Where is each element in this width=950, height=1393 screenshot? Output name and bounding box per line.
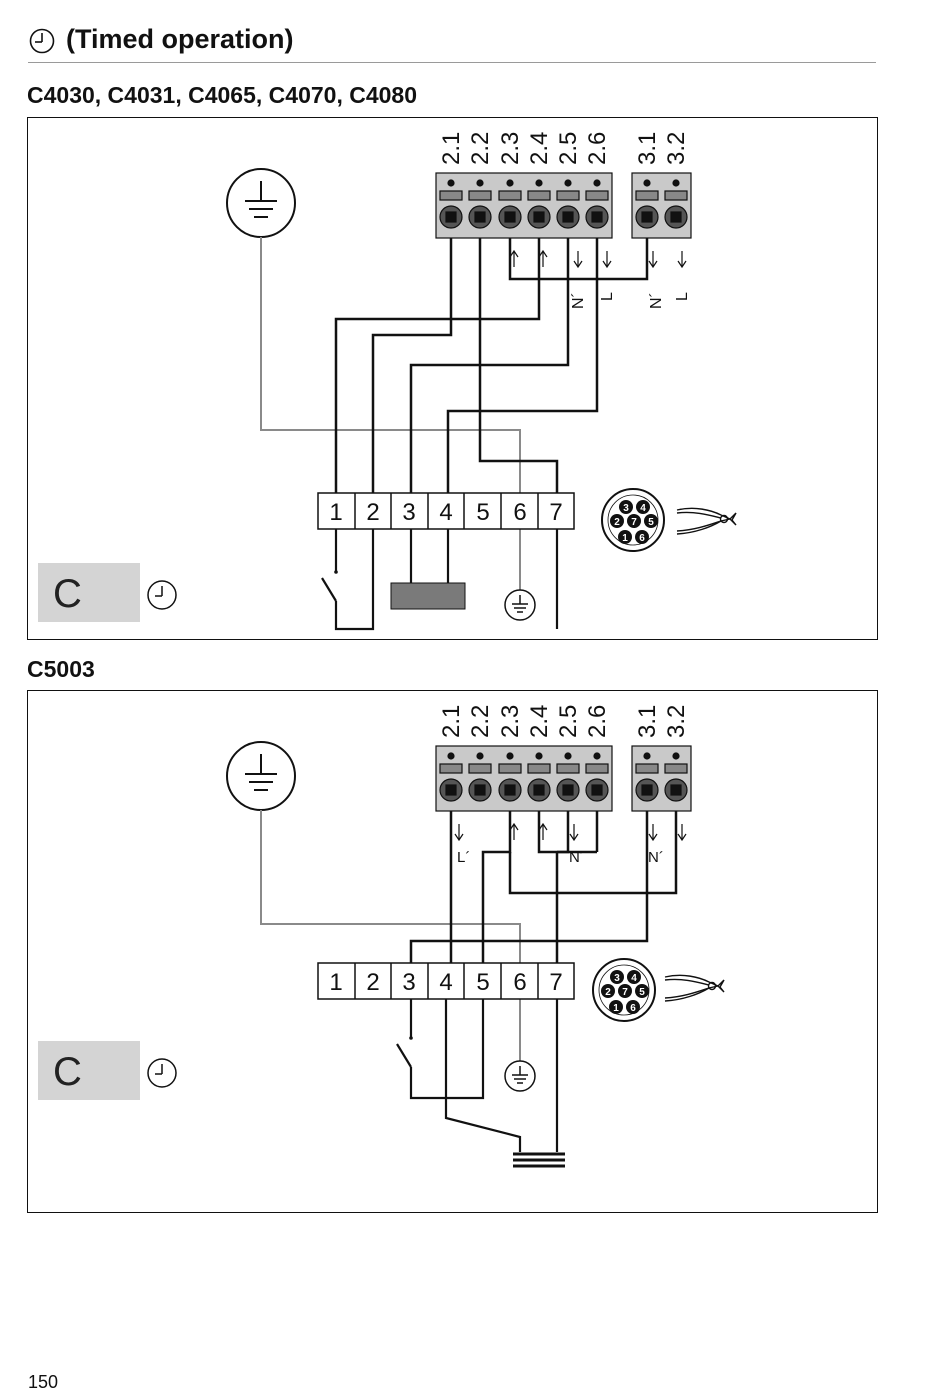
terminal-number: 5 (476, 499, 489, 526)
terminal-label: 2.5 (555, 705, 582, 738)
terminal-label: 2.1 (438, 132, 465, 165)
terminal-label: 2.1 (438, 705, 465, 738)
terminal-number: 1 (329, 969, 342, 996)
plug-pin: 7 (622, 987, 628, 998)
plug-pin: 6 (630, 1003, 636, 1014)
option-c-label: C (38, 563, 140, 622)
option-letter: C (53, 572, 82, 616)
plug-pin: 1 (613, 1003, 619, 1014)
wire-label: N´ (570, 292, 587, 309)
switch-symbol (321, 529, 375, 631)
terminal-number: 2 (366, 499, 379, 526)
clock-icon (29, 28, 55, 54)
wire-label: N´ (648, 849, 664, 866)
page-title: (Timed operation) (66, 24, 294, 54)
heating-element (390, 529, 466, 610)
earth-icon (504, 1060, 536, 1092)
pliers-icon (676, 507, 737, 535)
terminal-number: 6 (513, 499, 526, 526)
plug-pin: 5 (639, 987, 645, 998)
plug-pin: 7 (631, 517, 637, 528)
terminal-number: 3 (402, 499, 415, 526)
wire-label: N´ (648, 292, 665, 309)
clock-icon (147, 1058, 177, 1088)
section-2-heading: C5003 (27, 656, 95, 682)
terminal-strip: 1 2 3 4 5 6 7 (317, 962, 575, 1000)
solenoid-coil (444, 999, 565, 1168)
plug-pin: 6 (639, 533, 645, 544)
terminal-number: 7 (549, 499, 562, 526)
plug-pin: 3 (614, 973, 620, 984)
wiring-diagram-2: 2.1 2.2 2.3 2.4 2.5 2.6 3.1 3.2 (27, 690, 878, 1213)
terminal-number: 1 (329, 499, 342, 526)
terminal-label: 2.6 (584, 132, 611, 165)
terminal-label: 2.3 (497, 705, 524, 738)
terminal-label: 2.4 (526, 705, 553, 738)
plug-pin: 2 (614, 517, 620, 528)
plug-pin: 1 (622, 533, 628, 544)
terminal-label: 2.2 (467, 705, 494, 738)
wire-label: L (599, 292, 616, 301)
terminal-label: 2.3 (497, 132, 524, 165)
pliers-icon (664, 974, 725, 1002)
plug-connector-icon: 3 4 2 7 5 1 6 (592, 958, 656, 1022)
terminal-number: 7 (549, 969, 562, 996)
section-1-heading: C4030, C4031, C4065, C4070, C4080 (27, 82, 418, 108)
earth-symbol-icon (226, 168, 296, 238)
terminal-label: 3.2 (663, 132, 690, 165)
terminal-strip: 1 2 3 4 5 6 7 (317, 492, 575, 530)
terminal-label: 2.4 (526, 132, 553, 165)
plug-pin: 3 (623, 503, 629, 514)
terminal-label: 3.1 (634, 705, 661, 738)
terminal-number: 5 (476, 969, 489, 996)
terminal-number: 4 (439, 969, 452, 996)
wiring-diagram-1: 2.1 2.2 2.3 2.4 2.5 2.6 3.1 3.2 (27, 117, 878, 640)
terminal-block (435, 172, 692, 239)
terminal-block (435, 745, 692, 812)
plug-pin: 5 (648, 517, 654, 528)
terminal-number: 3 (402, 969, 415, 996)
earth-icon (504, 589, 536, 621)
terminal-number: 6 (513, 969, 526, 996)
page-header: (Timed operation) (28, 22, 876, 63)
option-letter: C (53, 1050, 82, 1094)
plug-pin: 4 (640, 503, 646, 514)
wire-label: L (674, 292, 691, 301)
wire-label: L´ (457, 849, 470, 866)
plug-pin: 2 (605, 987, 611, 998)
terminal-label: 3.1 (634, 132, 661, 165)
earth-symbol-icon (226, 741, 296, 811)
option-c-label: C (38, 1041, 140, 1100)
terminal-number: 4 (439, 499, 452, 526)
plug-pin: 4 (631, 973, 637, 984)
clock-icon (147, 580, 177, 610)
terminal-label: 2.2 (467, 132, 494, 165)
terminal-label: 3.2 (663, 705, 690, 738)
plug-connector-icon: 3 4 2 7 5 1 6 (601, 488, 665, 552)
terminal-number: 2 (366, 969, 379, 996)
terminal-label: 2.6 (584, 705, 611, 738)
switch-symbol (396, 999, 485, 1100)
terminal-label: 2.5 (555, 132, 582, 165)
page-number: 150 (28, 1372, 59, 1392)
